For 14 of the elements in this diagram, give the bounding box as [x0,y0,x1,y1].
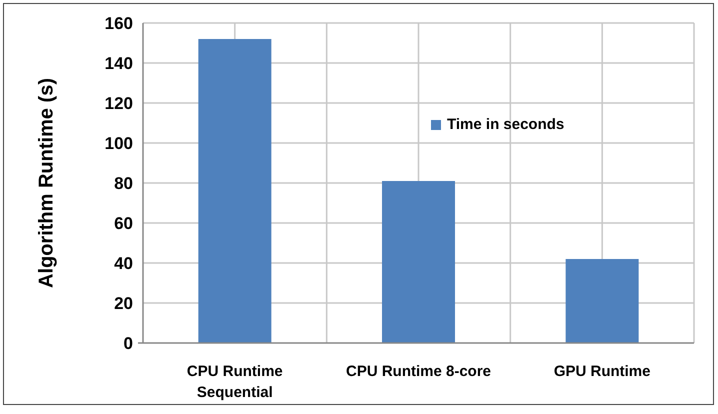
tick-label: 20 [114,294,133,313]
axis-title: Algorithm Runtime (s) [36,78,58,288]
category-label: CPU Runtime 8-core [346,363,492,380]
category-label: GPU Runtime [554,363,650,380]
legend-label: Time in seconds [447,116,564,133]
tick-label: 120 [104,94,133,113]
tick-label: 140 [104,54,133,73]
tick-label: 100 [104,134,133,153]
tick-label: 0 [124,334,133,353]
tick-label: 60 [114,214,133,233]
tick-label: 80 [114,174,133,193]
tick-label: 160 [104,14,133,33]
tick-label: 40 [114,254,133,273]
category-label: CPU Runtime Sequential [186,363,283,401]
